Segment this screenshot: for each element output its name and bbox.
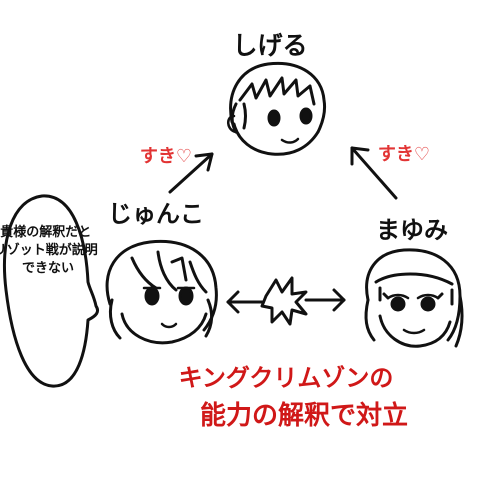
speech-bubble-text: 貴様の解釈だと リゾット戦が説明 できない bbox=[0, 224, 102, 276]
love-label-right: すき♡ bbox=[378, 144, 430, 165]
speech-bubble bbox=[3, 194, 100, 388]
name-junko: じゅんこ bbox=[108, 200, 204, 228]
arrow-junko-to-shigeru bbox=[168, 152, 214, 194]
speech-line-1: 貴様の解釈だと bbox=[0, 224, 91, 240]
arrow-mayumi-to-shigeru bbox=[350, 146, 398, 200]
speech-line-3: できない bbox=[22, 261, 74, 276]
caption-line-1: キングクリムゾンの bbox=[179, 364, 394, 392]
face-shigeru bbox=[227, 61, 326, 156]
name-shigeru: しげる bbox=[232, 31, 307, 60]
caption-line-2: 能力の解釈で対立 bbox=[200, 400, 408, 431]
speech-line-2: リゾット戦が説明 bbox=[0, 242, 98, 258]
conflict-arrow bbox=[226, 288, 346, 314]
face-junko bbox=[105, 239, 218, 345]
face-mayumi bbox=[364, 248, 464, 348]
love-label-left: すき♡ bbox=[140, 146, 192, 167]
conflict-spark-icon bbox=[260, 276, 308, 326]
name-mayumi: まゆみ bbox=[376, 216, 448, 244]
